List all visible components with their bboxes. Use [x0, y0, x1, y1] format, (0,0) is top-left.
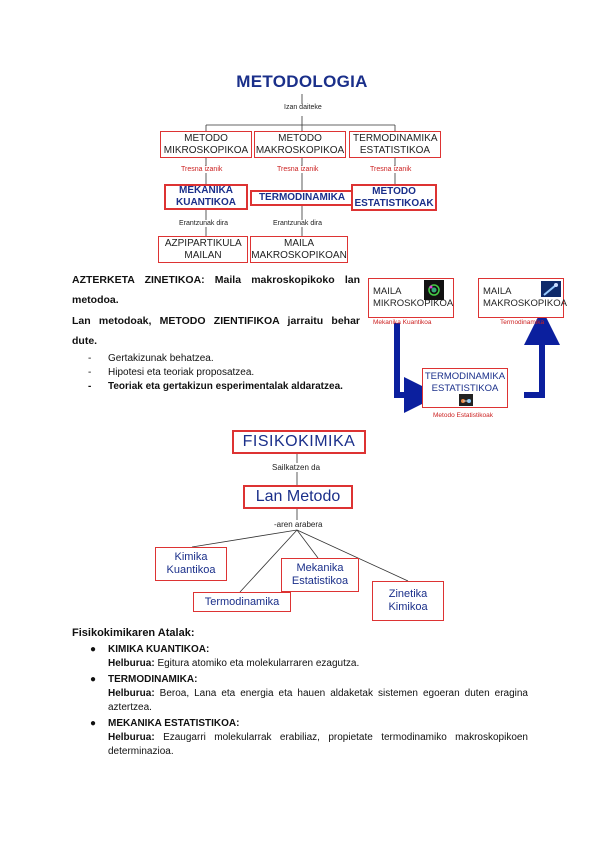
connector-tresna-3: Tresna izanik — [370, 166, 412, 173]
atal-item-2: ● TERMODINAMIKA: Helburua: Beroa, Lana e… — [90, 673, 528, 715]
fisikokimika-title: FISIKOKIMIKA — [232, 430, 366, 454]
flow-micro-label: MAILA MIKROSKOPIKOA — [373, 286, 454, 309]
atal-label-1: Helburua: — [108, 658, 155, 669]
sailkatzen-label: Sailkatzen da — [270, 463, 323, 472]
atal-name-2: TERMODINAMIKA: — [108, 674, 198, 685]
atal-item-2-desc: Helburua: Beroa, Lana eta energia eta ha… — [90, 687, 528, 715]
branch-termodinamika: Termodinamika — [193, 592, 291, 612]
connector-tresna-2: Tresna izanik — [277, 166, 319, 173]
atal-label-2: Helburua: — [108, 688, 155, 699]
box-metodo-estatistikoak: METODO ESTATISTIKOAK — [351, 184, 437, 211]
molecule-icon — [459, 394, 473, 406]
atom-icon — [424, 280, 444, 300]
flow-arrows — [394, 309, 560, 413]
box-maila-makroskopikoan: MAILA MAKROSKOPIKOAN — [250, 236, 348, 263]
connector-tresna-1: Tresna izanik — [181, 166, 223, 173]
method-steps: Gertakizunak behatzea. Hipotesi eta teor… — [88, 352, 358, 394]
lan-metodo-box: Lan Metodo — [243, 485, 353, 509]
bullet-dot-icon: ● — [90, 644, 97, 655]
second-diagram-lines — [191, 452, 409, 593]
box-termodinamika: TERMODINAMIKA — [250, 190, 354, 206]
bullet-dot-icon: ● — [90, 674, 97, 685]
flow-macro-caption: Termodinamika — [500, 319, 545, 326]
atal-name-1: KIMIKA KUANTIKOA: — [108, 644, 210, 655]
box-metodo-mikroskopikoa: METODO MIKROSKOPIKOA — [160, 131, 252, 158]
beaker-icon — [541, 281, 561, 297]
intro-line-1: AZTERKETA ZINETIKOA: Maila makroskopikok… — [72, 274, 360, 306]
flow-micro-caption: Mekanika Kuantikoa — [373, 319, 432, 326]
atal-text-2: Beroa, Lana eta energia eta hauen aldake… — [108, 688, 528, 713]
intro-line-2: Lan metodoak, METODO ZIENTIFIKOA jarrait… — [72, 315, 360, 347]
flow-macro-label: MAILA MAKROSKOPIKOA — [483, 286, 567, 309]
flow-stat-label: TERMODINAMIKA ESTATISTIKOA — [424, 371, 506, 394]
flow-stat-caption: Metodo Estatistikoak — [433, 412, 493, 419]
atal-text-3: Ezaugarri molekularrak erabiliaz, propie… — [108, 732, 528, 757]
box-metodo-makroskopikoa: METODO MAKROSKOPIKOA — [254, 131, 346, 158]
box-termodinamika-estatistikoa: TERMODINAMIKA ESTATISTIKOA — [349, 131, 441, 158]
atal-item-3-name: ● MEKANIKA ESTATISTIKOA: — [90, 717, 528, 731]
branch-zinetika-kimikoa: Zinetika Kimikoa — [372, 581, 444, 621]
branch-mekanika-estatistikoa: Mekanika Estatistikoa — [281, 558, 359, 592]
atal-text-1: Egitura atomiko eta molekularraren ezagu… — [157, 658, 360, 669]
top-diagram-sublabel: Izan daiteke — [282, 104, 324, 111]
connector-erantzunak-2: Erantzunak dira — [273, 220, 323, 227]
atal-item-2-name: ● TERMODINAMIKA: — [90, 673, 528, 687]
bullet-dot-icon: ● — [90, 718, 97, 729]
atal-item-1: ● KIMIKA KUANTIKOA: Helburua: Egitura at… — [90, 643, 528, 671]
top-diagram-title: METODOLOGIA — [236, 72, 368, 91]
atal-item-1-name: ● KIMIKA KUANTIKOA: — [90, 643, 528, 657]
atal-name-3: MEKANIKA ESTATISTIKOA: — [108, 718, 240, 729]
box-mekanika-kuantikoa: MEKANIKA KUANTIKOA — [164, 184, 248, 210]
aren-arabera-label: -aren arabera — [272, 520, 325, 529]
branch-kimika-kuantikoa: Kimika Kuantikoa — [155, 547, 227, 581]
step-1: Gertakizunak behatzea. — [88, 352, 358, 366]
atal-item-3: ● MEKANIKA ESTATISTIKOA: Helburua: Ezaug… — [90, 717, 528, 759]
atalak-heading: Fisikokimikaren Atalak: — [72, 627, 195, 639]
atal-item-3-desc: Helburua: Ezaugarri molekularrak erabili… — [90, 731, 528, 759]
connector-erantzunak-1: Erantzunak dira — [179, 220, 229, 227]
step-3: Teoriak eta gertakizun esperimentalak al… — [88, 380, 358, 394]
step-2: Hipotesi eta teoriak proposatzea. — [88, 366, 358, 380]
atal-label-3: Helburua: — [108, 732, 155, 743]
atal-item-1-desc: Helburua: Egitura atomiko eta molekularr… — [90, 657, 528, 671]
box-azpipartikula-mailan: AZPIPARTIKULA MAILAN — [158, 236, 248, 263]
